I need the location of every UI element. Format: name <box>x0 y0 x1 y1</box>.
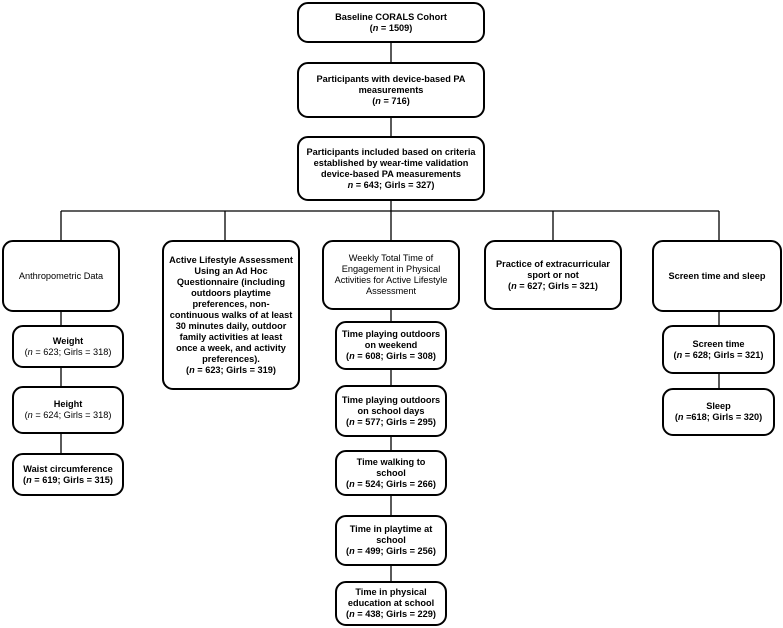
extracurricular-sport-count: (n = 627; Girls = 321) <box>508 280 598 291</box>
anthropometric-data-box: Anthropometric Data <box>2 240 120 312</box>
sleep-box: Sleep (n =618; Girls = 320) <box>662 388 775 436</box>
baseline-cohort-count: (n = 1509) <box>369 22 413 33</box>
physical-education-box: Time in physical education at school (n … <box>335 581 447 626</box>
outdoors-school-days-count: (n = 577; Girls = 295) <box>346 416 436 427</box>
height-box: Height (n = 624; Girls = 318) <box>12 386 124 434</box>
screen-time-and-sleep-title: Screen time and sleep <box>668 270 766 281</box>
baseline-cohort-title: Baseline CORALS Cohort <box>335 11 447 22</box>
physical-education-title: Time in physical education at school <box>347 587 435 608</box>
outdoors-weekend-title: Time playing outdoors on weekend <box>341 329 441 350</box>
active-lifestyle-box: Active Lifestyle Assessment Using an Ad … <box>162 240 300 390</box>
waist-circumference-box: Waist circumference (n = 619; Girls = 31… <box>12 453 124 496</box>
extracurricular-sport-box: Practice of extracurricular sport or not… <box>484 240 622 310</box>
height-title: Height <box>53 399 83 409</box>
weight-title: Weight <box>52 335 84 346</box>
weight-box: Weight (n = 623; Girls = 318) <box>12 325 124 368</box>
physical-education-count: (n = 438; Girls = 229) <box>346 609 436 619</box>
waist-circumference-title: Waist circumference <box>23 463 113 474</box>
included-participants-title: Participants included based on criteria … <box>306 146 476 179</box>
anthropometric-data-title: Anthropometric Data <box>18 270 104 281</box>
screen-time-title: Screen time <box>692 338 745 349</box>
sleep-title: Sleep <box>706 401 731 411</box>
included-participants-count: n = 643; Girls = 327) <box>347 179 435 190</box>
extracurricular-sport-title: Practice of extracurricular sport or not <box>496 258 610 280</box>
sleep-count: (n =618; Girls = 320) <box>674 412 763 422</box>
active-lifestyle-title: Active Lifestyle Assessment Using an Ad … <box>169 254 293 364</box>
device-measurements-box: Participants with device-based PA measur… <box>297 62 485 118</box>
screen-time-and-sleep-box: Screen time and sleep <box>652 240 782 312</box>
weight-count: (n = 623; Girls = 318) <box>24 346 112 357</box>
weekly-engagement-title: Weekly Total Time of Engagement in Physi… <box>334 253 448 296</box>
playtime-at-school-box: Time in playtime at school (n = 499; Gir… <box>335 515 447 566</box>
outdoors-weekend-box: Time playing outdoors on weekend (n = 60… <box>335 321 447 370</box>
device-measurements-title: Participants with device-based PA measur… <box>316 73 466 95</box>
walking-to-school-box: Time walking to school (n = 524; Girls =… <box>335 450 447 496</box>
walking-to-school-title: Time walking to school <box>356 456 426 478</box>
outdoors-school-days-title: Time playing outdoors on school days <box>341 394 441 416</box>
device-measurements-count: (n = 716) <box>372 95 410 106</box>
playtime-at-school-title: Time in playtime at school <box>349 524 433 545</box>
weekly-engagement-box: Weekly Total Time of Engagement in Physi… <box>322 240 460 310</box>
height-count: (n = 624; Girls = 318) <box>24 410 112 420</box>
included-participants-box: Participants included based on criteria … <box>297 136 485 201</box>
playtime-at-school-count: (n = 499; Girls = 256) <box>346 546 436 556</box>
outdoors-weekend-count: (n = 608; Girls = 308) <box>346 351 436 361</box>
walking-to-school-count: (n = 524; Girls = 266) <box>346 478 436 489</box>
screen-time-box: Screen time (n = 628; Girls = 321) <box>662 325 775 374</box>
screen-time-count: (n = 628; Girls = 321) <box>673 349 764 360</box>
baseline-cohort-box: Baseline CORALS Cohort (n = 1509) <box>297 2 485 43</box>
waist-circumference-count: (n = 619; Girls = 315) <box>23 474 113 485</box>
outdoors-school-days-box: Time playing outdoors on school days (n … <box>335 385 447 437</box>
active-lifestyle-count: (n = 623; Girls = 319) <box>186 364 276 375</box>
